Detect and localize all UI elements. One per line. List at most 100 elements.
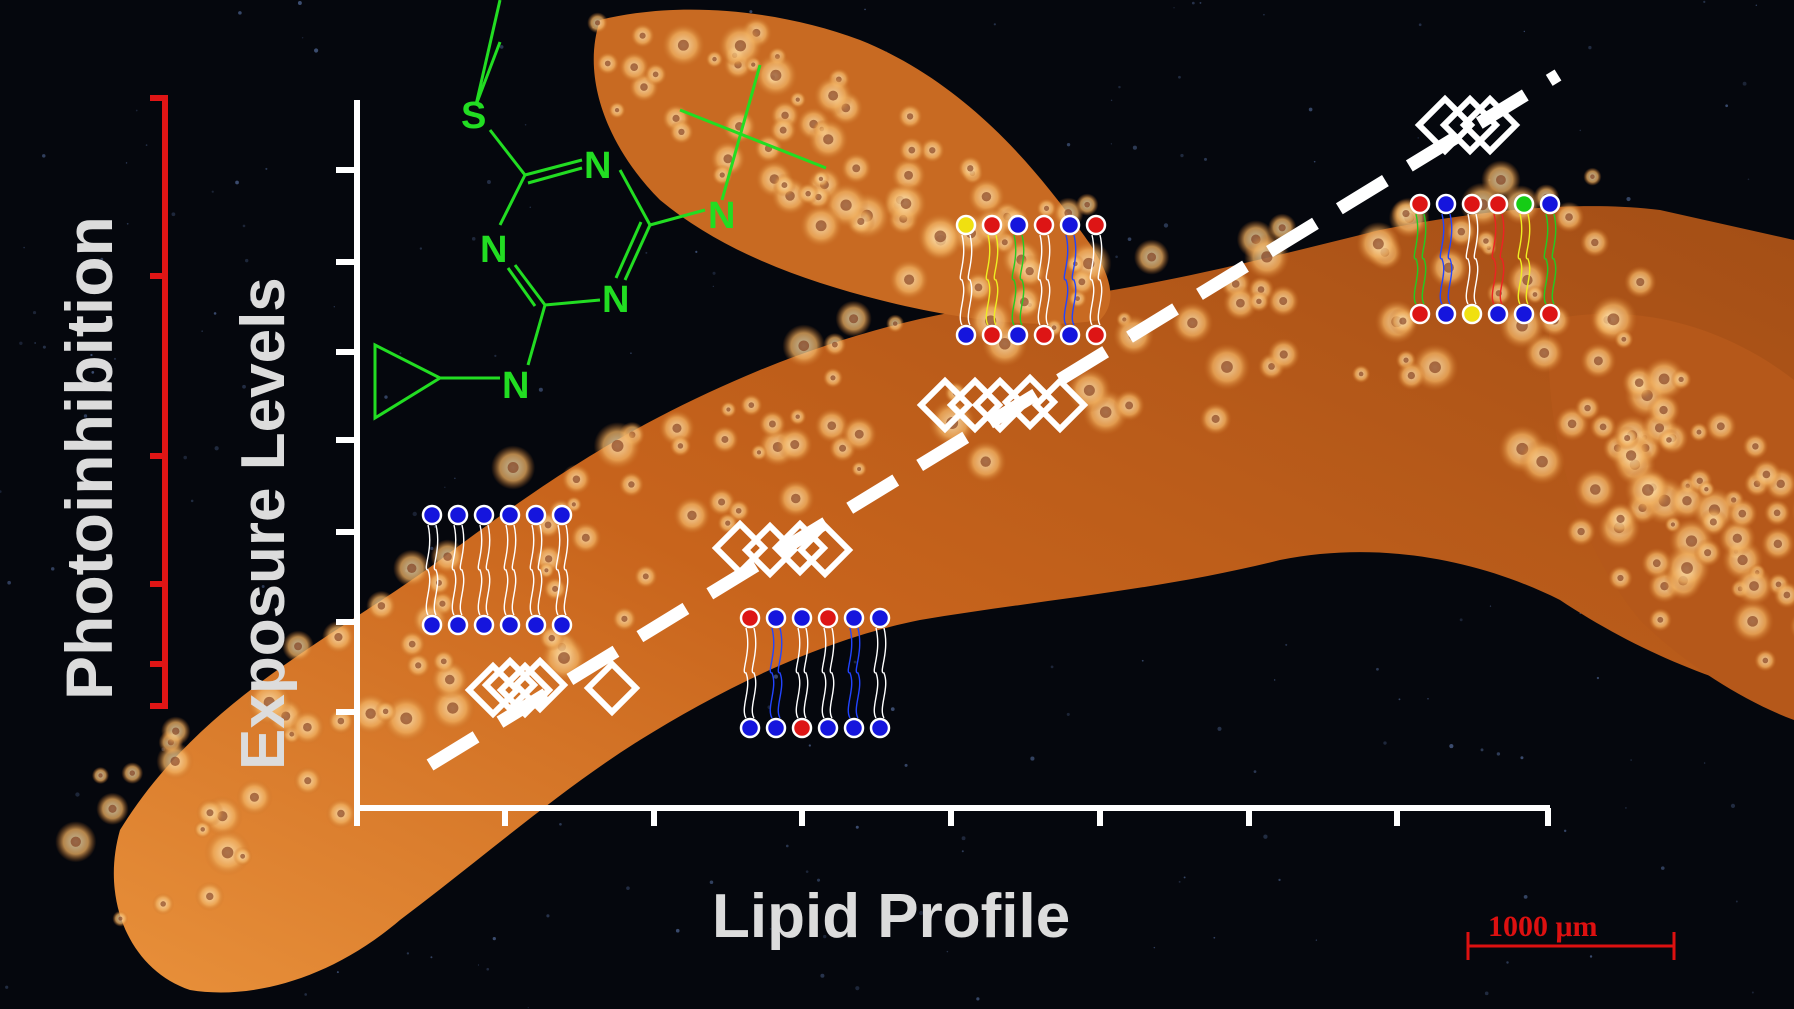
speckle-dot bbox=[242, 384, 246, 389]
polyp-mouth bbox=[981, 191, 992, 202]
speckle-dot bbox=[805, 870, 809, 873]
data-point bbox=[1031, 376, 1089, 434]
speckle-dot bbox=[1199, 2, 1202, 4]
speckle-dot bbox=[773, 674, 778, 679]
atom-n2: N bbox=[708, 195, 735, 237]
speckle-dot bbox=[1742, 81, 1747, 86]
polyp-mouth bbox=[1659, 405, 1668, 415]
speckle-dot bbox=[1449, 744, 1454, 749]
polyp-mouth bbox=[779, 126, 787, 134]
speckle-dot bbox=[1588, 45, 1592, 50]
speckle-dot bbox=[1489, 605, 1492, 607]
polyp-mouth bbox=[118, 916, 123, 921]
polyp-mouth bbox=[170, 756, 180, 766]
polyp-mouth bbox=[721, 435, 729, 443]
speckle-dot bbox=[1173, 7, 1175, 9]
data-point bbox=[796, 521, 854, 579]
speckle-dot bbox=[695, 250, 698, 254]
polyp-mouth bbox=[1084, 201, 1090, 208]
lipid-tail bbox=[1439, 213, 1445, 305]
speckle-dot bbox=[1141, 659, 1144, 662]
lipid-tail bbox=[511, 524, 517, 616]
polyp-mouth bbox=[795, 97, 800, 102]
polyp-mouth bbox=[857, 466, 862, 471]
lipid-head bbox=[1007, 324, 1029, 346]
polyp-mouth bbox=[1043, 205, 1050, 211]
lipid-bilayer bbox=[955, 214, 1107, 346]
speckle-dot bbox=[125, 162, 128, 164]
polyp-mouth bbox=[1125, 401, 1134, 410]
polyp-mouth bbox=[1678, 376, 1684, 383]
lipid-head bbox=[1033, 324, 1055, 346]
polyp-mouth bbox=[1236, 298, 1245, 308]
lipid-head bbox=[499, 504, 521, 526]
polyp-mouth bbox=[974, 283, 983, 292]
speckle-dot bbox=[1480, 748, 1484, 752]
polyp-mouth bbox=[839, 444, 847, 452]
speckle-dot bbox=[1523, 895, 1528, 899]
polyp-mouth bbox=[1051, 325, 1057, 330]
lipid-tail bbox=[1089, 234, 1095, 326]
lipid-bilayer bbox=[739, 607, 891, 739]
lipid-head bbox=[499, 614, 521, 636]
lipid-tail bbox=[529, 524, 535, 616]
lipid-tail bbox=[967, 234, 973, 326]
lipid-head bbox=[1409, 193, 1431, 215]
speckle-dot bbox=[626, 886, 630, 891]
polyp-mouth bbox=[718, 498, 726, 506]
lipid-head bbox=[1007, 214, 1029, 236]
speckle-dot bbox=[171, 212, 176, 217]
y-axis-label: Exposure Levels bbox=[229, 277, 298, 770]
polyp-mouth bbox=[1658, 373, 1670, 385]
polyp-mouth bbox=[621, 615, 628, 622]
lipid-bilayer bbox=[421, 504, 573, 636]
speckle-dot bbox=[5, 985, 9, 989]
speckle-dot bbox=[946, 950, 949, 953]
polyp-mouth bbox=[221, 846, 234, 859]
lipid-head bbox=[1539, 303, 1561, 325]
polyp-mouth bbox=[854, 429, 864, 439]
speckle-dot bbox=[864, 8, 866, 11]
speckle-dot bbox=[785, 844, 789, 848]
polyp-mouth bbox=[818, 176, 824, 182]
speckle-dot bbox=[1127, 237, 1132, 241]
speckle-dot bbox=[808, 744, 811, 747]
speckle-dot bbox=[1398, 698, 1401, 701]
polyp-mouth bbox=[1738, 509, 1747, 518]
speckle-dot bbox=[261, 585, 265, 588]
lipid-head bbox=[447, 504, 469, 526]
speckle-dot bbox=[1315, 939, 1318, 941]
speckle-dot bbox=[890, 707, 895, 711]
polyp-mouth bbox=[1231, 280, 1240, 288]
lipid-head bbox=[1059, 214, 1081, 236]
polyp-mouth bbox=[726, 407, 731, 412]
polyp-mouth bbox=[1522, 274, 1533, 286]
speckle-dot bbox=[712, 271, 716, 275]
speckle-dot bbox=[430, 956, 433, 959]
polyp-mouth bbox=[263, 696, 275, 709]
speckle-dot bbox=[278, 602, 280, 605]
speckle-dot bbox=[1178, 880, 1181, 883]
polyp-mouth bbox=[1652, 559, 1661, 568]
lipid-tail bbox=[459, 524, 465, 616]
lipid-head bbox=[765, 717, 787, 739]
lipid-head bbox=[1409, 303, 1431, 325]
polyp-mouth bbox=[1634, 378, 1644, 387]
coral-polyp bbox=[1791, 500, 1794, 522]
lipid-head bbox=[1435, 193, 1457, 215]
polyp-mouth bbox=[507, 461, 519, 474]
photoinhibition-bar bbox=[150, 95, 168, 709]
polyp-mouth bbox=[1783, 591, 1791, 599]
polyp-mouth bbox=[712, 56, 717, 62]
polyp-mouth bbox=[1590, 484, 1601, 495]
speckle-dot bbox=[211, 190, 214, 193]
lipid-head bbox=[765, 607, 787, 629]
lipid-tail bbox=[777, 627, 783, 719]
data-point bbox=[1439, 94, 1501, 156]
lipid-tail bbox=[1517, 213, 1523, 305]
speckle-dot bbox=[1523, 30, 1525, 33]
polyp-mouth bbox=[1256, 298, 1262, 305]
lipid-tail bbox=[1491, 213, 1497, 305]
speckle-dot bbox=[7, 580, 11, 585]
